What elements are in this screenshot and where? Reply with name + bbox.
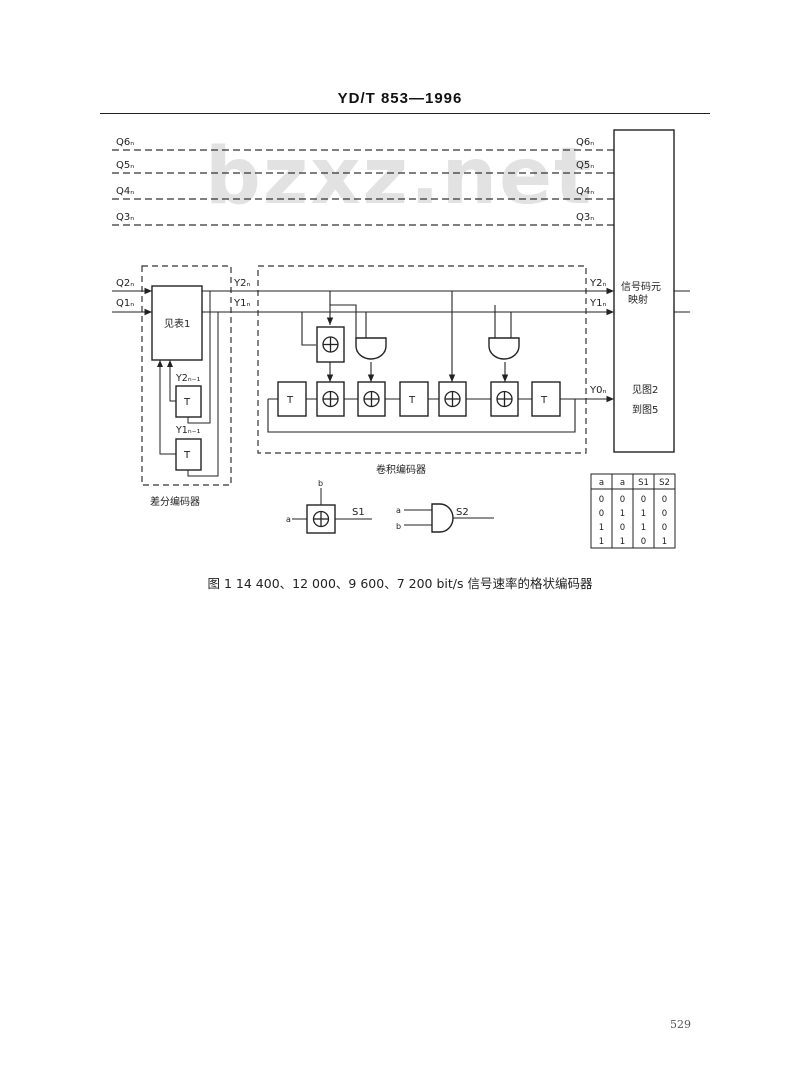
legend-xor (306, 504, 336, 534)
truth-table-cell: 1 (620, 509, 625, 519)
conv-xor-2 (357, 381, 386, 417)
label-q5-out: Q5ₙ (576, 160, 594, 171)
y1-to-top-xor (301, 312, 316, 346)
conv-delay-3-label: T (540, 395, 548, 406)
legend-and-a-label: a (396, 506, 401, 515)
legend-xor-a-label: a (286, 515, 291, 524)
truth-table-cells: a a S1 S2 0 0 0 0 0 1 1 0 1 0 1 0 1 1 0 1 (599, 478, 670, 547)
truth-table-cell: 1 (599, 537, 604, 547)
diff-delay-y2-label: T (183, 397, 191, 408)
mapping-line3: 见图2 (632, 384, 658, 396)
mapping-line2: 映射 (628, 294, 648, 306)
label-q5-in: Q5ₙ (116, 160, 134, 171)
conv-delay-2: T (399, 381, 429, 417)
top-xor-gate (316, 326, 345, 363)
truth-table-cell: 0 (662, 523, 667, 533)
label-q2-in: Q2ₙ (116, 278, 134, 289)
legend-xor-s1-label: S1 (352, 507, 365, 518)
label-y2-out: Y2ₙ (589, 278, 606, 289)
diff-feedback-y2 (187, 291, 211, 424)
truth-table-cell: 0 (641, 537, 646, 547)
legend-and (431, 503, 454, 533)
y2-to-and1 (330, 304, 357, 338)
differential-encoder-label: 差分编码器 (150, 495, 200, 508)
truth-table-cell: 1 (641, 523, 646, 533)
table1-block-label: 见表1 (164, 317, 190, 330)
conv-xor-4 (490, 381, 519, 417)
feedback-loop (267, 399, 576, 433)
differential-encoder-box (141, 265, 232, 486)
label-y2-diff: Y2ₙ (233, 278, 250, 289)
truth-table-cell: 1 (662, 537, 667, 547)
label-y1-out: Y1ₙ (589, 298, 606, 309)
label-y0-out: Y0ₙ (589, 385, 606, 396)
and-gate-1 (355, 337, 387, 360)
label-q4-out: Q4ₙ (576, 186, 594, 197)
truth-table-header: S1 (638, 478, 649, 488)
truth-table-cell: 0 (620, 523, 625, 533)
truth-table-header: S2 (659, 478, 670, 488)
conv-delay-1: T (277, 381, 307, 417)
truth-table-cell: 1 (620, 537, 625, 547)
truth-table-header: a (620, 478, 625, 488)
conv-xor-3 (438, 381, 467, 417)
label-y1-prev: Y1ₙ₋₁ (175, 425, 201, 436)
mapping-line4: 到图5 (632, 404, 658, 416)
convolutional-encoder-label: 卷积编码器 (376, 463, 426, 476)
label-y2-prev: Y2ₙ₋₁ (175, 373, 201, 384)
truth-table-header: a (599, 478, 604, 488)
table1-block (151, 285, 203, 361)
truth-table-cell: 0 (599, 495, 604, 505)
header-rule (100, 113, 710, 114)
diff-feedback-y1 (187, 312, 219, 477)
truth-table-cell: 1 (641, 509, 646, 519)
label-q6-out: Q6ₙ (576, 137, 594, 148)
conv-delay-2-label: T (408, 395, 416, 406)
truth-table-cell: 0 (662, 495, 667, 505)
convolutional-encoder-box (257, 265, 587, 454)
diff-feedback-y2-return (167, 360, 176, 402)
label-q1-in: Q1ₙ (116, 298, 134, 309)
truth-table-cell: 0 (599, 509, 604, 519)
mapping-line1: 信号码元 (621, 281, 661, 293)
label-q4-in: Q4ₙ (116, 186, 134, 197)
diff-feedback-y1-return (157, 360, 176, 455)
conv-delay-3: T (531, 381, 561, 417)
and-gate-2 (488, 337, 520, 360)
standard-number: YD/T 853—1996 (337, 90, 463, 107)
truth-table (590, 473, 676, 549)
truth-table-cell: 0 (641, 495, 646, 505)
label-y1-diff: Y1ₙ (233, 298, 250, 309)
truth-table-cell: 0 (620, 495, 625, 505)
conv-xor-1 (316, 381, 345, 417)
label-q6-in: Q6ₙ (116, 137, 134, 148)
figure-caption: 图 1 14 400、12 000、9 600、7 200 bit/s 信号速率… (207, 576, 593, 591)
truth-table-cell: 1 (599, 523, 604, 533)
label-q3-in: Q3ₙ (116, 212, 134, 223)
truth-table-cell: 0 (662, 509, 667, 519)
label-q3-out: Q3ₙ (576, 212, 594, 223)
legend-and-s2-label: S2 (456, 507, 469, 518)
diff-delay-y1-label: T (183, 450, 191, 461)
legend-xor-b-label: b (318, 479, 323, 488)
legend-and-b-label: b (396, 522, 401, 531)
page-number: 529 (670, 1018, 691, 1031)
conv-delay-1-label: T (286, 395, 294, 406)
